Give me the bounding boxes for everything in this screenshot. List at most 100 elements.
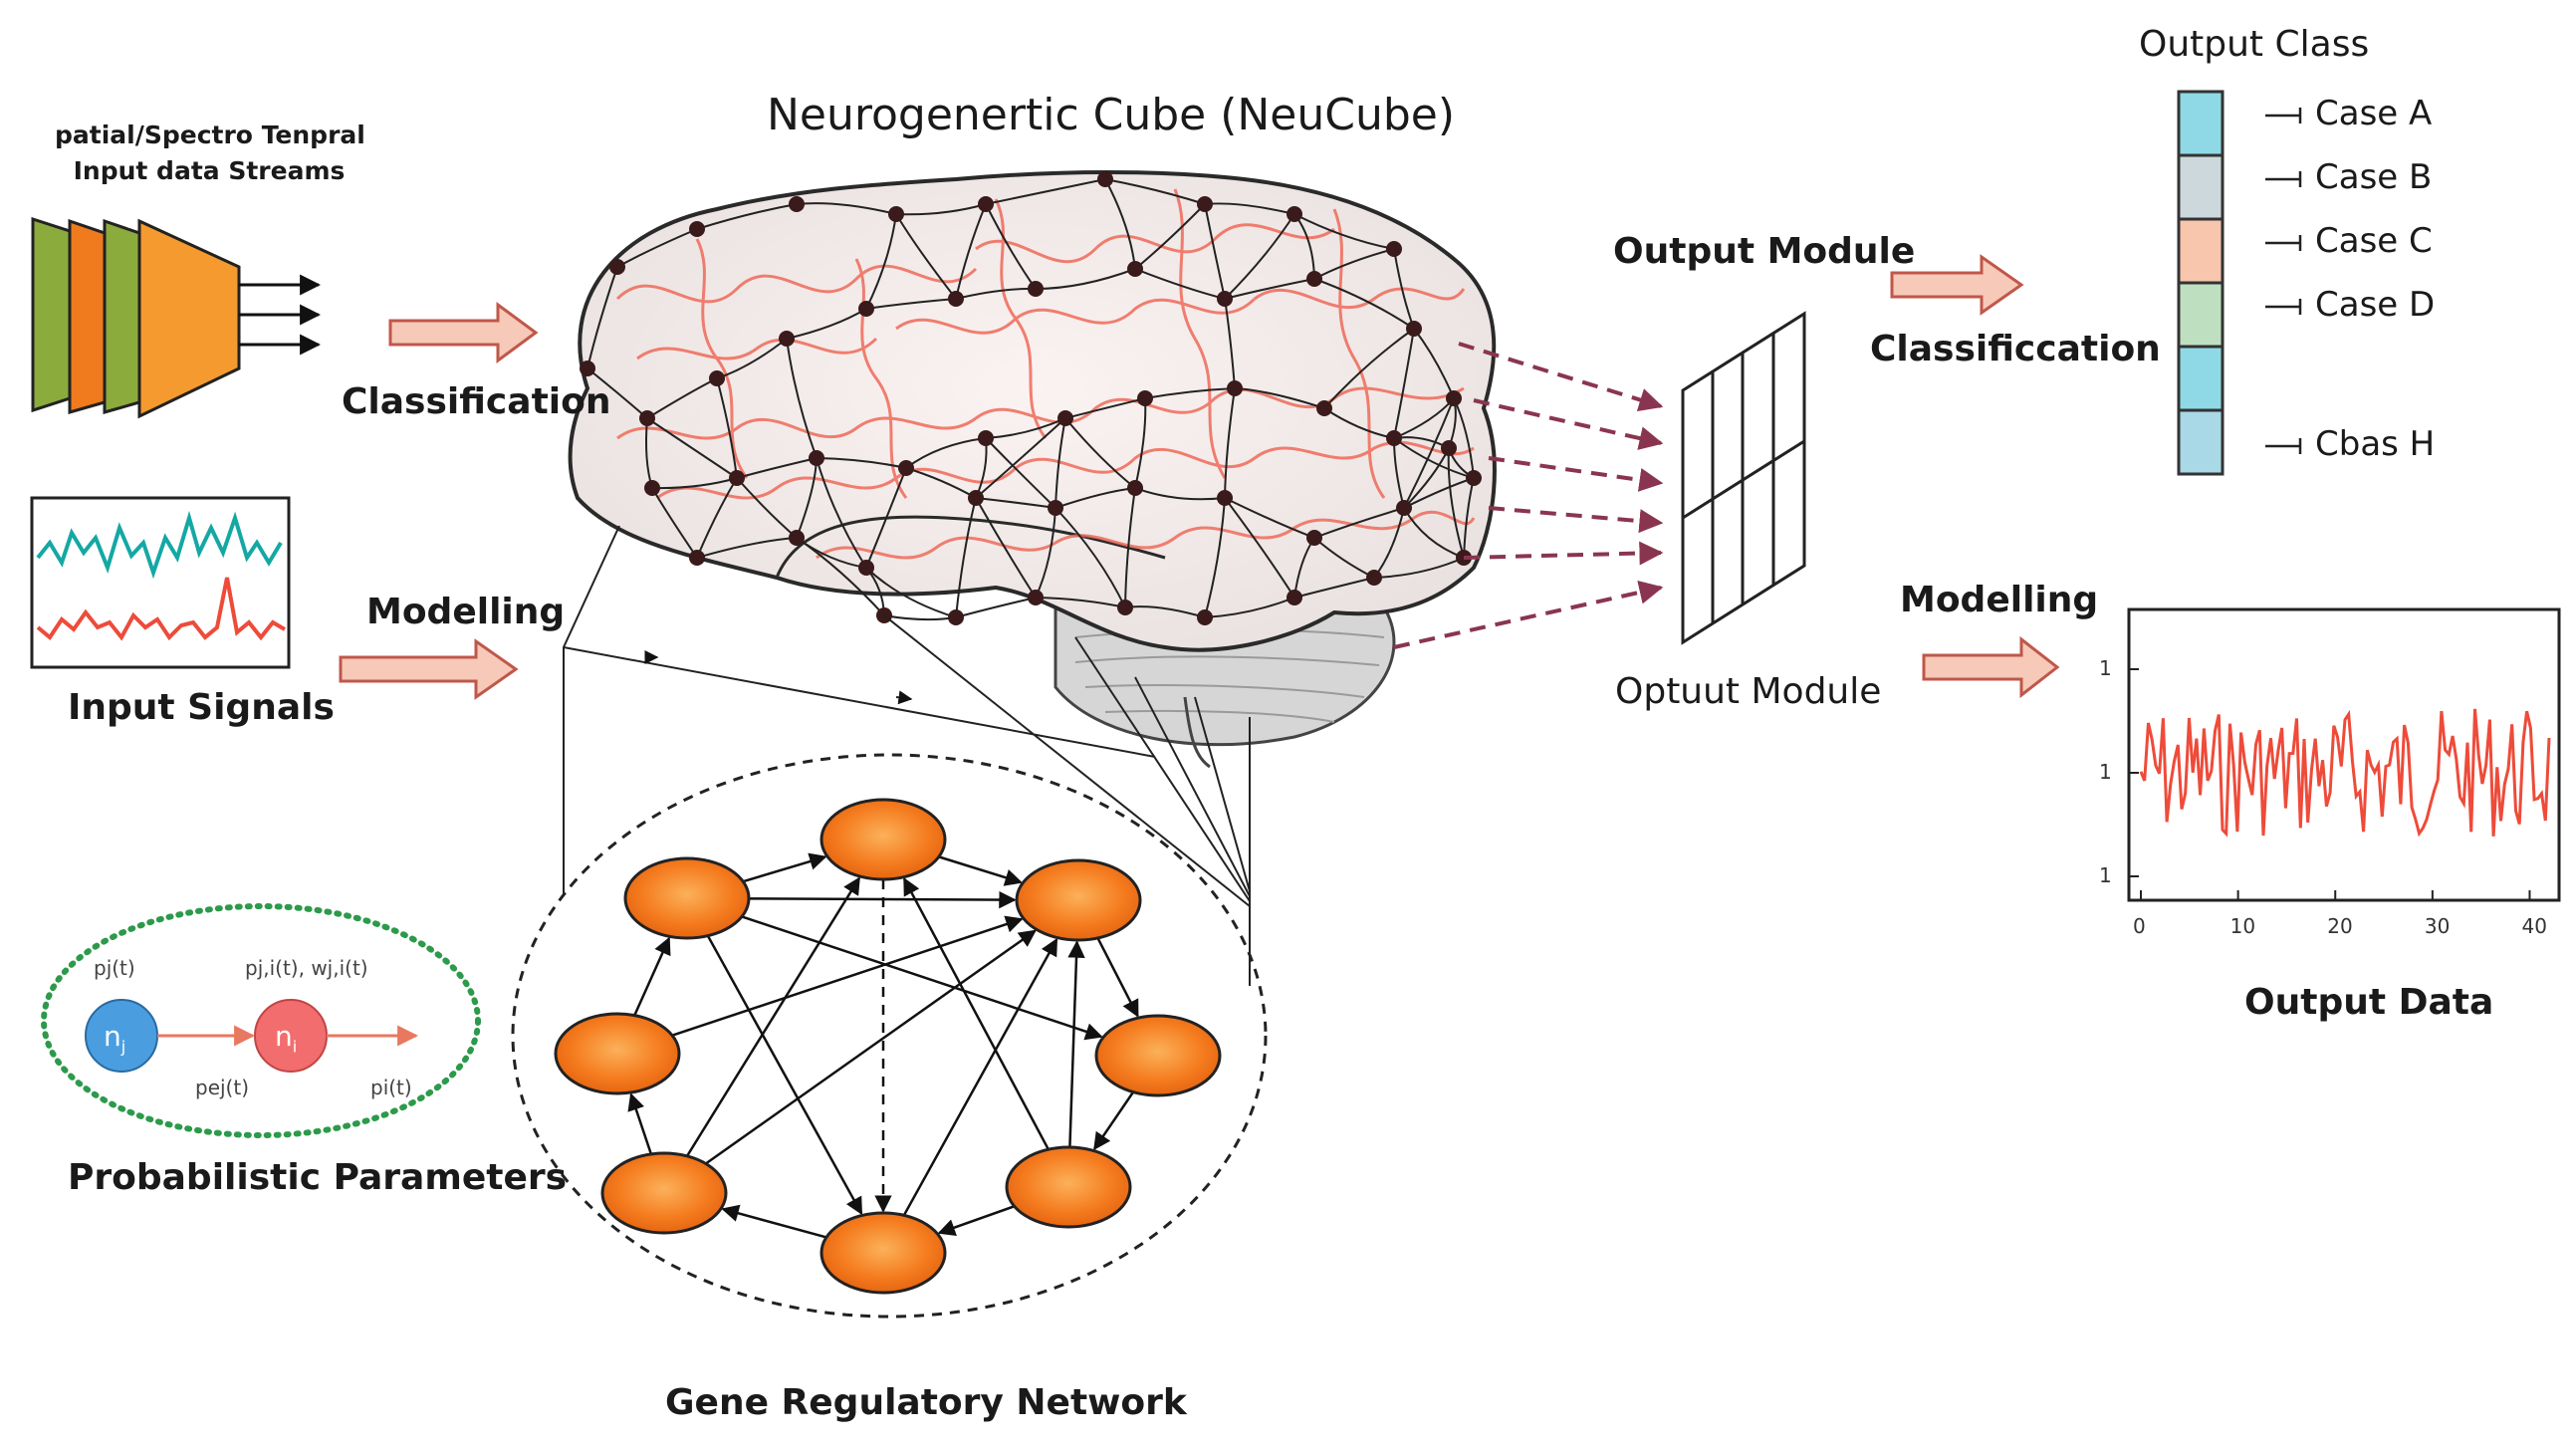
gene-edge	[705, 929, 1037, 1165]
gene-edge	[671, 915, 1024, 1037]
arrow-modelling-left	[339, 638, 519, 700]
brain-network-node	[1057, 410, 1073, 426]
brain-network-node	[898, 460, 914, 476]
gene-edge	[937, 1205, 1016, 1237]
case-label: Case B	[2315, 157, 2433, 197]
brain-network-node	[789, 196, 805, 212]
brain-network-node	[609, 259, 625, 275]
brain-network-node	[1316, 400, 1332, 416]
probabilistic-diagram	[41, 903, 481, 1138]
x-tick-label: 10	[2229, 914, 2256, 938]
brain-network-node	[1287, 590, 1302, 605]
output-data-chart	[2127, 607, 2561, 902]
brain-network-node	[1197, 196, 1213, 212]
gene-edge	[902, 937, 1058, 1216]
brain-network-node	[809, 450, 824, 466]
class-swatch	[2177, 408, 2225, 476]
classification-label-right: Classificcation	[1870, 329, 2161, 369]
modelling-label-right: Modelling	[1900, 580, 2099, 620]
param-bottom-mid: pej(t)	[195, 1076, 250, 1099]
gene-node	[600, 1151, 728, 1235]
y-tick-label: 1	[2099, 863, 2112, 887]
output-module-grid	[1681, 311, 1806, 645]
brain-network-node	[689, 221, 705, 237]
gene-node	[1015, 858, 1142, 942]
x-tick-label: 40	[2521, 914, 2547, 938]
gene-edge	[633, 936, 671, 1017]
brain-network-node	[1306, 530, 1322, 546]
output-class-bar	[2177, 90, 2302, 476]
brain-network-node	[1227, 380, 1243, 396]
input-signals-plot	[30, 496, 291, 669]
brain-network-node	[948, 291, 964, 307]
input-streams-label: patial/Spectro Tenpral Input data Stream…	[55, 118, 365, 189]
brain-network-node	[789, 530, 805, 546]
brain-network-node	[639, 410, 655, 426]
brain-network-node	[948, 609, 964, 625]
brain-network-node	[644, 480, 660, 496]
brain-network-node	[1137, 390, 1153, 406]
gene-edge	[902, 877, 1050, 1150]
case-label: Case A	[2315, 94, 2433, 133]
input-signals-label: Input Signals	[68, 687, 335, 728]
brain-network-node	[729, 470, 745, 486]
brain-network-node	[709, 370, 725, 386]
brain-network-node	[978, 430, 994, 446]
param-bottom-right: pi(t)	[370, 1076, 412, 1099]
brain-network-node	[978, 196, 994, 212]
brain-network-node	[858, 301, 874, 317]
gene-regulatory-network	[511, 753, 1268, 1319]
brain-network-node	[779, 331, 795, 347]
class-swatch	[2177, 345, 2225, 412]
brain-network-node	[1396, 500, 1412, 516]
page-title: Neurogenertic Cube (NeuCube)	[767, 90, 1456, 140]
brain-network-node	[1028, 590, 1044, 605]
gene-node	[1005, 1145, 1132, 1229]
gene-edge	[706, 935, 863, 1216]
brain-network-node	[1386, 430, 1402, 446]
param-top-mid: pj,i(t), wj,i(t)	[245, 956, 368, 980]
brain-network-node	[1217, 291, 1233, 307]
brain-network-node	[1048, 500, 1063, 516]
input-streams-line2: Input data Streams	[73, 156, 346, 185]
brain-network-node	[580, 361, 595, 376]
gene-edge	[1067, 940, 1085, 1148]
gene-edge	[721, 1204, 827, 1239]
gene-node	[820, 798, 947, 881]
gene-edge	[685, 876, 860, 1157]
gene-node	[554, 1012, 681, 1095]
gene-edge	[741, 915, 1103, 1041]
brain-network-node	[1446, 390, 1462, 406]
gene-edge	[748, 890, 1017, 909]
brain-network-node	[1127, 480, 1143, 496]
brain-network-node	[1366, 570, 1382, 586]
brain-network-node	[1127, 261, 1143, 277]
input-streams-icon	[31, 216, 322, 419]
arrow-classification-left	[388, 302, 539, 363]
gene-edge	[938, 855, 1023, 886]
classification-label-left: Classification	[342, 381, 611, 422]
brain-network-node	[1406, 321, 1422, 337]
input-streams-line1: patial/Spectro Tenpral	[55, 120, 365, 149]
gene-node	[820, 1211, 947, 1295]
gene-node	[1094, 1014, 1222, 1097]
brain-illustration	[568, 169, 1497, 769]
class-swatch	[2177, 153, 2225, 221]
brain-network-node	[1466, 470, 1482, 486]
brain-network-node	[1287, 206, 1302, 222]
brain-network-node	[1097, 171, 1113, 187]
brain-network-node	[1306, 271, 1322, 287]
case-label: Cbas H	[2315, 424, 2436, 464]
brain-to-gene-lines	[563, 525, 1251, 986]
param-top-left: pj(t)	[94, 956, 135, 980]
output-class-title: Output Class	[2139, 24, 2370, 65]
brain-to-output-arrows	[1393, 342, 1664, 649]
brain-network-node	[858, 560, 874, 576]
node-j-label: nj	[104, 1020, 126, 1057]
y-tick-label: 1	[2099, 760, 2112, 784]
case-label: Case C	[2315, 221, 2433, 261]
gene-edge	[1096, 937, 1139, 1018]
brain-network-node	[968, 490, 984, 506]
arrow-classification-right	[1890, 254, 2024, 316]
